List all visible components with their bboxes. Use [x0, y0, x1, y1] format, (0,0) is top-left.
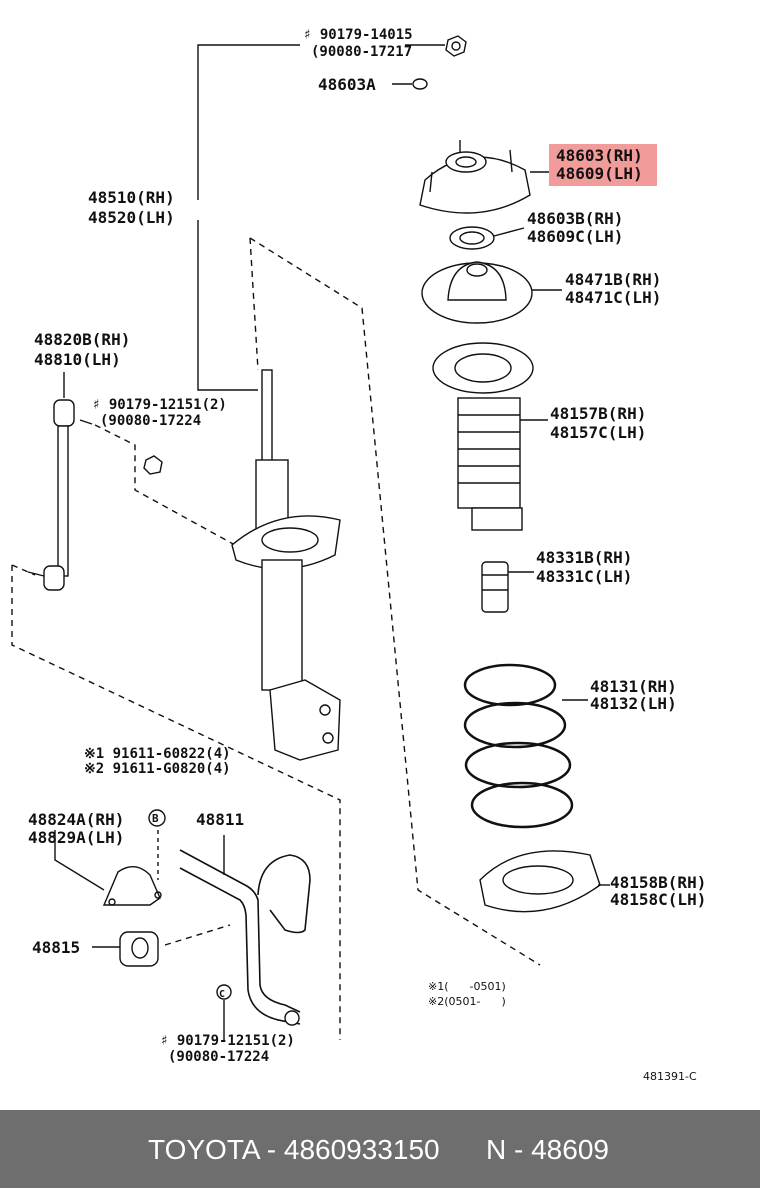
parts-diagram: ♯ 90179-14015 (90080-17217 48603A 48603(…: [11, 27, 707, 1083]
bump-boot-icon: [432, 342, 534, 531]
bushing-icon: [119, 931, 159, 967]
bearing-icon: [449, 226, 495, 250]
lower-seat-icon: [479, 850, 601, 913]
upper-seat-icon: [421, 261, 533, 324]
label-nut-link-alt: (90080-17224: [100, 413, 202, 429]
label-support-rh: 48603(RH): [556, 146, 643, 165]
label-lower-seat-rh: 48158B(RH): [610, 873, 707, 892]
stabilizer-bar-icon: [179, 849, 311, 1025]
note-1: ※1( -0501): [428, 980, 506, 993]
label-boot-lh: 48157C(LH): [550, 423, 647, 442]
strut-mount-icon: [419, 140, 531, 214]
label-upper-seat-lh: 48471C(LH): [565, 288, 662, 307]
label-bearing-rh: 48603B(RH): [527, 209, 624, 228]
top-nut-icon: [445, 35, 467, 57]
label-shock-rh: 48510(RH): [88, 188, 175, 207]
dashed-outline-left: [11, 565, 341, 1040]
highlighted-part: [549, 144, 657, 186]
label-bolt1: ※1 91611-60822(4): [84, 746, 231, 762]
badge-b-circle: [148, 809, 166, 827]
label-bumper-rh: 48331B(RH): [536, 548, 633, 567]
link-nut-icon: [143, 455, 163, 475]
label-nut-top-alt: (90080-17217: [311, 44, 413, 60]
stabilizer-link-icon: [27, 372, 93, 591]
label-boot-rh: 48157B(RH): [550, 404, 647, 423]
part-footer: TOYOTA - 4860933150 N - 48609: [0, 1110, 760, 1188]
label-bracket-lh: 48829A(LH): [28, 828, 125, 847]
bottom-nut-icon: [216, 984, 232, 1000]
badge-b: B: [152, 812, 159, 825]
dashed-outline-right: [249, 237, 541, 966]
coil-spring-icon: [463, 663, 574, 829]
label-bumper-lh: 48331C(LH): [536, 567, 633, 586]
label-spring-lh: 48132(LH): [590, 694, 677, 713]
diagram-drawing: [11, 35, 610, 1040]
footer-part-number: TOYOTA - 4860933150: [148, 1134, 440, 1165]
label-spring-rh: 48131(RH): [590, 677, 677, 696]
label-nut-top: ♯ 90179-14015: [303, 27, 413, 43]
label-stabilizer: 48811: [196, 810, 245, 829]
footer-reference: N - 48609: [486, 1134, 609, 1165]
bracket-icon: [102, 866, 162, 906]
label-nut-bottom: ♯ 90179-12151(2): [160, 1033, 295, 1049]
label-link-rh: 48820B(RH): [34, 330, 131, 349]
washer-icon: [412, 78, 428, 90]
label-washer-top: 48603A: [318, 75, 376, 94]
label-support-lh: 48609(LH): [556, 164, 643, 183]
label-bracket-rh: 48824A(RH): [28, 810, 125, 829]
diagram-code: 481391-C: [643, 1070, 697, 1083]
label-link-lh: 48810(LH): [34, 350, 121, 369]
label-nut-bottom-alt: (90080-17224: [168, 1049, 270, 1065]
label-bearing-lh: 48609C(LH): [527, 227, 624, 246]
leader-shock-rod: [197, 220, 258, 391]
label-nut-link: ♯ 90179-12151(2): [92, 397, 227, 413]
label-upper-seat-rh: 48471B(RH): [565, 270, 662, 289]
label-lower-seat-lh: 48158C(LH): [610, 890, 707, 909]
label-bushing: 48815: [32, 938, 81, 957]
bump-stopper-icon: [481, 561, 509, 613]
leader-shock-top: [197, 44, 300, 200]
shock-absorber-icon: [231, 369, 341, 761]
note-2: ※2(0501- ): [428, 995, 506, 1008]
badge-c: C: [219, 989, 226, 1000]
label-bolt2: ※2 91611-G0820(4): [84, 761, 231, 777]
label-shock-lh: 48520(LH): [88, 208, 175, 227]
